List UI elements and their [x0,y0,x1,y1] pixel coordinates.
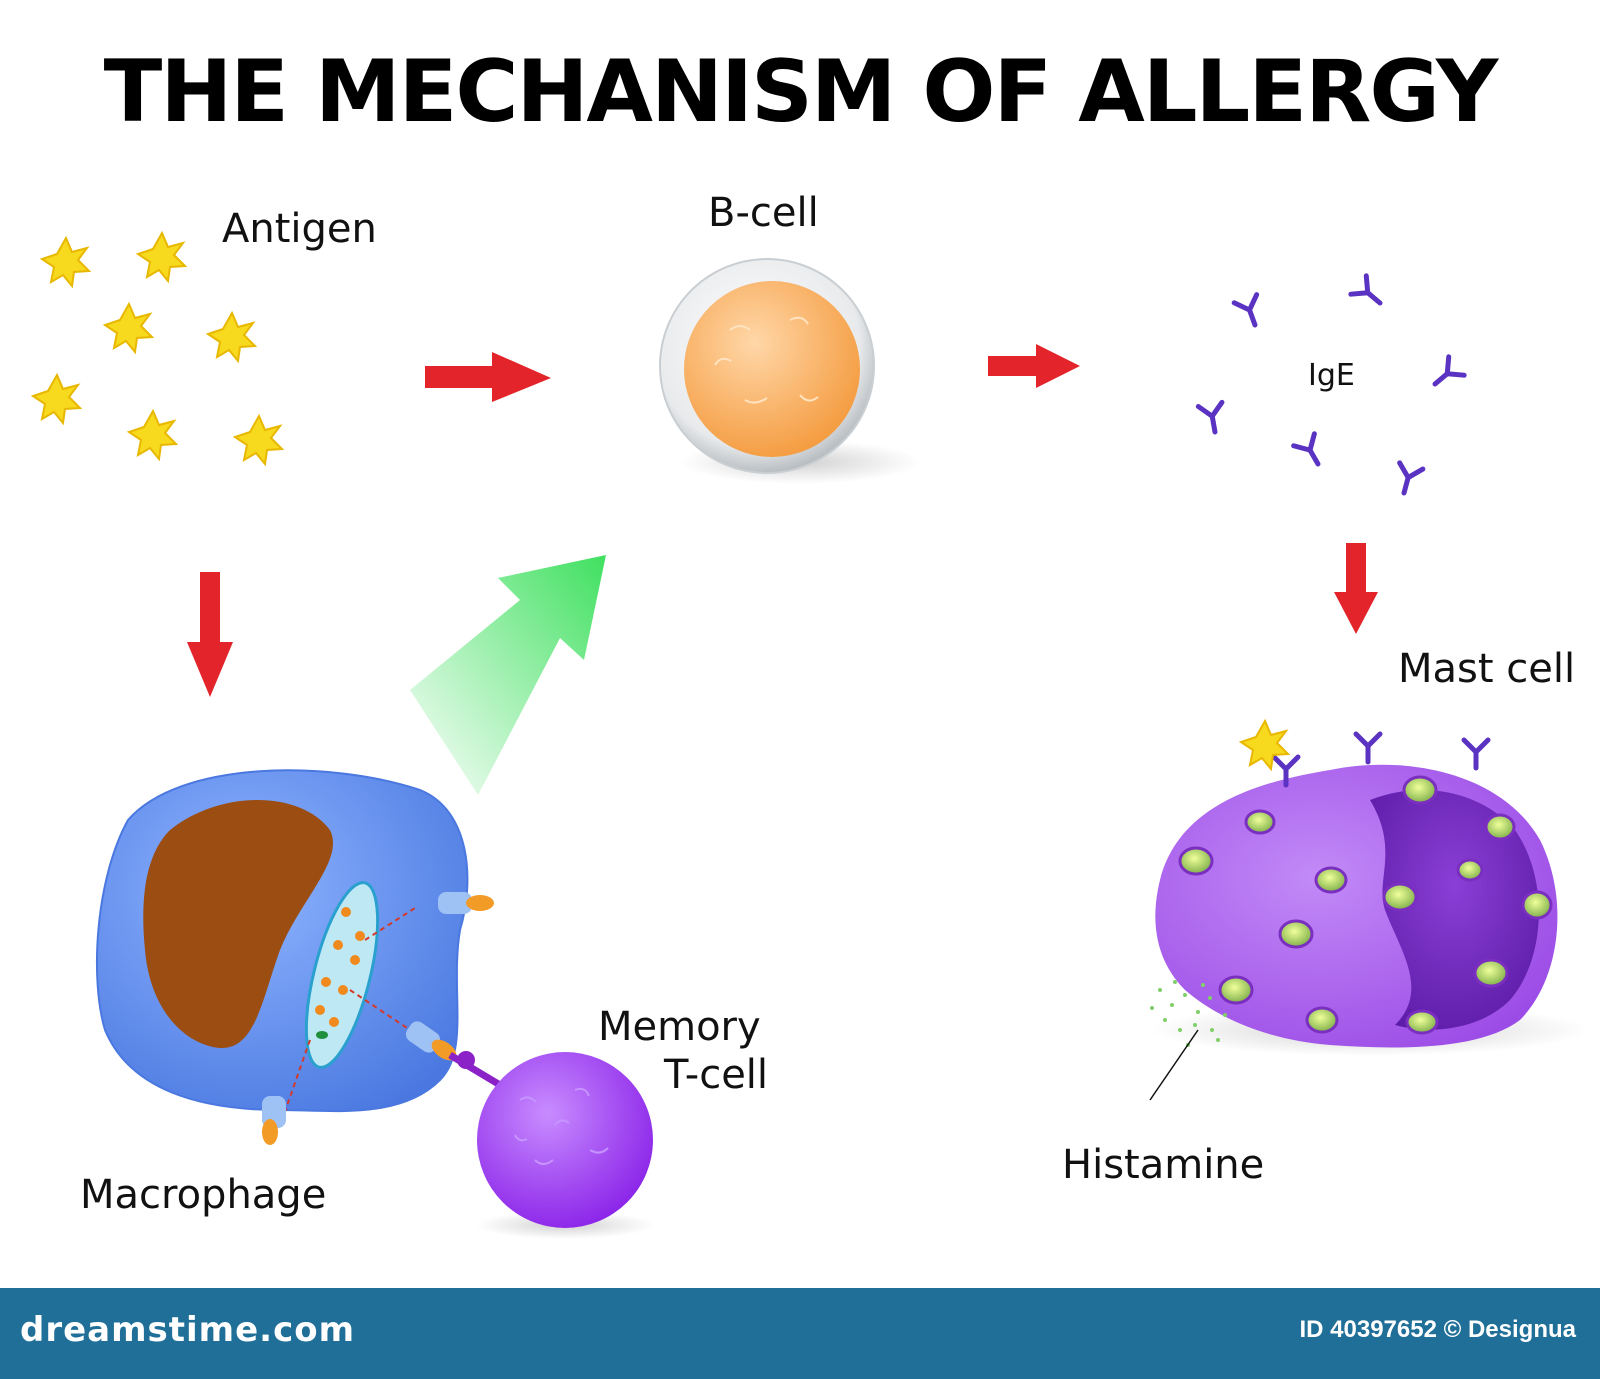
arrow-antigen-to-bcell [425,352,551,402]
arrow-bcell-to-ige [988,344,1080,388]
histamine-particles [1150,980,1227,1047]
label-mast-cell: Mast cell [1398,646,1576,692]
arrow-antigen-to-macrophage [187,572,233,697]
antibody [1294,434,1329,470]
label-antigen: Antigen [222,206,377,252]
antibody [1427,357,1464,393]
antigen-star [128,410,177,460]
antigen-star [234,415,283,465]
antibody [1392,463,1422,496]
antibody [1351,276,1388,312]
footer-site-name: dreamstime.com [20,1310,356,1350]
b-cell-graphic [659,258,920,484]
page-title: THE MECHANISM OF ALLERGY [103,42,1499,142]
antigen-star [104,303,153,353]
bound-antibody [1356,734,1380,762]
red-arrows [187,344,1378,697]
arrow-ige-to-mastcell [1334,543,1378,634]
footer-image-id: ID 40397652 © Designua [1299,1316,1577,1343]
label-histamine: Histamine [1062,1142,1265,1188]
label-memory: Memory [598,1004,761,1050]
bound-antibody [1464,740,1488,768]
antigen-particles [32,232,283,465]
footer-bar: dreamstime.com ID 40397652 © Designua [0,1288,1600,1379]
antigen-star [137,232,186,282]
antigen-star [41,237,90,287]
antibody [1234,295,1266,330]
macrophage-graphic [95,769,502,1145]
label-t-cell: T-cell [664,1052,769,1098]
label-ige: IgE [1308,358,1355,393]
antigen-star [207,312,256,362]
mast-cell-graphic [1149,720,1590,1101]
memory-t-cell-graphic [475,1052,655,1239]
antigen-star [32,374,81,424]
label-b-cell: B-cell [708,190,819,236]
antibody [1198,402,1226,434]
arrow-macrophage-to-bcell [410,555,606,795]
label-macrophage: Macrophage [80,1172,327,1218]
